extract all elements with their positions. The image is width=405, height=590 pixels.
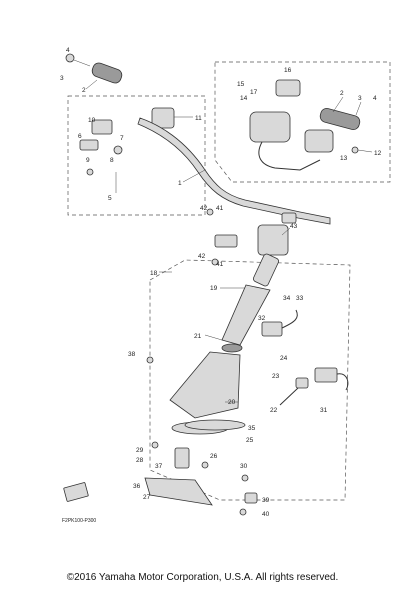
callout-6: 6: [78, 133, 82, 140]
callout-14: 14: [240, 95, 248, 102]
callout-31: 31: [320, 407, 328, 414]
leader-lines: [85, 79, 373, 403]
callout-23: 23: [272, 373, 280, 380]
left-grip: [65, 53, 123, 84]
callout-7: 7: [120, 135, 124, 142]
callout-19: 19: [210, 285, 218, 292]
callout-4-right: 4: [373, 95, 377, 102]
callout-39: 39: [262, 497, 270, 504]
left-switch-assembly: [79, 107, 175, 176]
callout-17: 17: [250, 89, 258, 96]
handlebar: [137, 117, 331, 225]
callout-20: 20: [228, 399, 236, 406]
callout-4: 4: [66, 47, 70, 54]
figure-code: F2PK100-P300: [62, 518, 96, 524]
callout-37: 37: [155, 463, 163, 470]
callout-33: 33: [296, 295, 304, 302]
group-frames: [67, 61, 391, 501]
cable-connector: [261, 309, 349, 406]
copyright-notice: ©2016 Yamaha Motor Corporation, U.S.A. A…: [66, 572, 339, 583]
callout-18: 18: [150, 270, 158, 277]
callout-labels: 1 2 2 3 3 4 4 5 6 7 8 9 10 11 12 13 14 1…: [60, 47, 382, 524]
callout-10: 10: [88, 117, 96, 124]
parts-diagram: 1 2 2 3 3 4 4 5 6 7 8 9 10 11 12 13 14 1…: [60, 47, 391, 524]
callout-9: 9: [86, 157, 90, 164]
callout-21: 21: [194, 333, 202, 340]
callout-1: 1: [178, 180, 182, 187]
callout-11: 11: [195, 115, 202, 122]
callout-28: 28: [136, 457, 144, 464]
callout-35: 35: [248, 425, 256, 432]
callout-26: 26: [210, 453, 218, 460]
callout-2: 2: [82, 87, 86, 94]
callout-25: 25: [246, 437, 254, 444]
callout-30: 30: [240, 463, 248, 470]
callout-27: 27: [143, 494, 151, 501]
callout-2-right: 2: [340, 90, 344, 97]
right-switch-assembly: [249, 79, 361, 171]
callout-16: 16: [284, 67, 292, 74]
callout-5: 5: [108, 195, 112, 202]
callout-41: 41: [216, 205, 224, 212]
callout-3-right: 3: [358, 95, 362, 102]
callout-43: 43: [290, 223, 298, 230]
callout-41-lower: 41: [216, 261, 224, 268]
callout-34: 34: [283, 295, 291, 302]
callout-8: 8: [110, 157, 114, 164]
callout-38: 38: [128, 351, 136, 358]
callout-15: 15: [237, 81, 245, 88]
callout-42: 42: [200, 205, 208, 212]
lower-hardware: [63, 419, 258, 516]
callout-42-lower: 42: [198, 253, 206, 260]
callout-40: 40: [262, 511, 270, 518]
callout-13: 13: [340, 155, 348, 162]
callout-22: 22: [270, 407, 278, 414]
callout-36: 36: [133, 483, 141, 490]
callout-24: 24: [280, 355, 288, 362]
callout-12: 12: [374, 150, 382, 157]
callout-29: 29: [136, 447, 144, 454]
handlebar-holder: [206, 208, 297, 266]
callout-3: 3: [60, 75, 64, 82]
steering-column: [221, 253, 280, 353]
callout-32: 32: [258, 315, 266, 322]
